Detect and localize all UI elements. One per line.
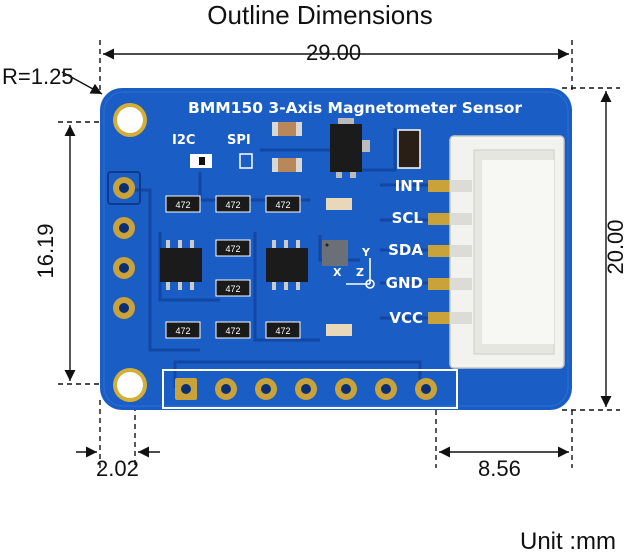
pin-label-vcc: VCC [389,309,423,327]
tantalum-capacitor [397,129,421,169]
hole-spacing-dimension-label: 16.19 [33,223,58,279]
resistor-row-top: 472 472 472 [165,195,352,213]
resistor-code: 472 [175,326,190,336]
corner-radius-label: R=1.25 [2,64,74,89]
resistor-code: 472 [225,284,240,294]
resistor-code: 472 [175,200,190,210]
resistor-code: 472 [225,326,240,336]
unit-label: Unit :mm [520,528,616,555]
level-shifter-chip-right [266,240,308,290]
axis-y-label: Y [361,246,371,259]
mounting-holes [113,103,147,402]
regulator-chip [330,118,370,178]
bmm150-sensor-chip [322,240,348,266]
width-dimension-label: 29.00 [306,40,362,65]
pin-label-sda: SDA [388,241,423,259]
resistor-code: 472 [225,244,240,254]
jst-connector [449,135,565,369]
bottom-header-pads [162,369,458,409]
axis-x-label: X [333,266,342,279]
i2c-label: I2C [172,133,195,148]
resistor-code: 472 [225,200,240,210]
capacitors-top [272,122,302,172]
hole-offset-dimension-label: 2.02 [96,456,139,481]
resistor-code: 472 [275,200,290,210]
pin-label-scl: SCL [392,209,424,227]
pin-label-gnd: GND [386,274,423,292]
pcb-board: BMM150 3-Axis Magnetometer Sensor I2C SP… [100,88,572,410]
resistor-row-bottom: 472 472 472 [165,321,352,339]
connector-offset-dimension-label: 8.56 [478,456,521,481]
connector-leads [428,180,450,324]
page-title: Outline Dimensions [207,0,433,30]
spi-label: SPI [227,133,251,148]
resistor-row-middle: 472 472 [215,239,251,297]
board-name-label: BMM150 3-Axis Magnetometer Sensor [188,99,522,117]
axis-z-label: Z [356,266,364,279]
height-dimension-label: 20.00 [603,219,628,275]
radius-leader-line [61,71,103,95]
pin-label-int: INT [395,177,424,195]
resistor-code: 472 [275,326,290,336]
axis-indicator [346,258,375,289]
level-shifter-chip-left [160,240,202,290]
left-header-pads [107,171,141,319]
